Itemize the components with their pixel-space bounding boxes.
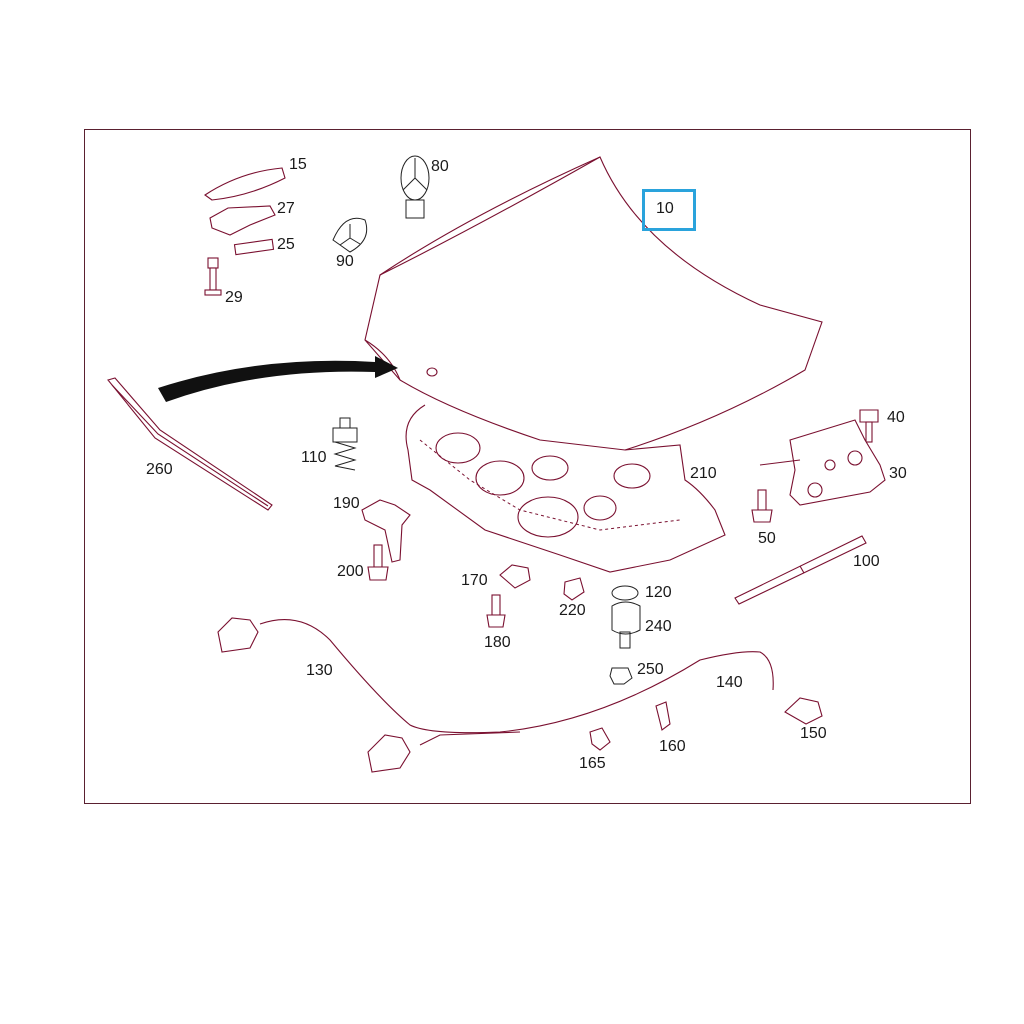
part-label-27[interactable]: 27 (277, 200, 295, 217)
part-label-210[interactable]: 210 (690, 465, 717, 482)
part-190-bracket[interactable] (361, 499, 411, 563)
highlight-callout-box (642, 189, 696, 231)
part-29-shape[interactable] (204, 257, 222, 296)
part-220-clip[interactable] (563, 577, 585, 601)
part-label-90[interactable]: 90 (336, 253, 354, 270)
part-25-shape[interactable] (233, 238, 275, 256)
part-27-shape[interactable] (209, 205, 276, 236)
seal-strip-part-260[interactable] (107, 377, 273, 511)
part-240-buffer[interactable] (611, 601, 641, 649)
part-200-bolt[interactable] (367, 544, 389, 581)
part-label-80[interactable]: 80 (431, 158, 449, 175)
insulation-mat-part-210[interactable] (405, 404, 726, 573)
part-label-120[interactable]: 120 (645, 584, 672, 601)
part-180-bolt[interactable] (486, 594, 506, 628)
part-120-ring[interactable] (611, 585, 639, 601)
part-label-25[interactable]: 25 (277, 236, 295, 253)
part-100-gas-strut[interactable] (734, 535, 867, 605)
part-label-110[interactable]: 110 (301, 449, 327, 466)
part-label-250[interactable]: 250 (637, 661, 664, 678)
part-label-200[interactable]: 200 (337, 563, 364, 580)
part-label-160[interactable]: 160 (659, 738, 686, 755)
part-90-badge[interactable] (332, 217, 368, 253)
part-label-10[interactable]: 10 (656, 200, 674, 217)
part-80-star-emblem[interactable] (400, 155, 430, 219)
part-label-180[interactable]: 180 (484, 634, 511, 651)
part-150-handle[interactable] (784, 697, 823, 725)
part-110-spring-buffer[interactable] (332, 417, 358, 471)
part-label-150[interactable]: 150 (800, 725, 827, 742)
part-15-shape[interactable] (204, 167, 286, 201)
release-cable-part-130-140[interactable] (259, 619, 774, 746)
part-label-29[interactable]: 29 (225, 289, 243, 306)
part-label-50[interactable]: 50 (758, 530, 776, 547)
part-label-100[interactable]: 100 (853, 553, 880, 570)
part-label-130[interactable]: 130 (306, 662, 333, 679)
hood-part-10[interactable] (364, 156, 823, 451)
part-label-260[interactable]: 260 (146, 461, 173, 478)
part-label-170[interactable]: 170 (461, 572, 488, 589)
part-label-190[interactable]: 190 (333, 495, 360, 512)
part-label-240[interactable]: 240 (645, 618, 672, 635)
part-40-bolt[interactable] (859, 409, 879, 443)
part-250-nut[interactable] (609, 667, 633, 685)
part-label-220[interactable]: 220 (559, 602, 586, 619)
part-label-165[interactable]: 165 (579, 755, 606, 772)
part-50-bolt[interactable] (751, 489, 773, 523)
diagram-frame (84, 129, 971, 804)
part-170-clip[interactable] (499, 564, 531, 589)
part-130-fitting-top[interactable] (217, 617, 259, 653)
part-165-clip[interactable] (589, 727, 611, 751)
direction-arrow (158, 356, 398, 402)
part-label-40[interactable]: 40 (887, 409, 905, 426)
part-label-15[interactable]: 15 (289, 156, 307, 173)
part-label-30[interactable]: 30 (889, 465, 907, 482)
part-130-fitting-bottom[interactable] (367, 734, 411, 773)
part-30-hinge[interactable] (759, 419, 886, 506)
part-160-clip[interactable] (655, 701, 671, 731)
part-label-140[interactable]: 140 (716, 674, 743, 691)
